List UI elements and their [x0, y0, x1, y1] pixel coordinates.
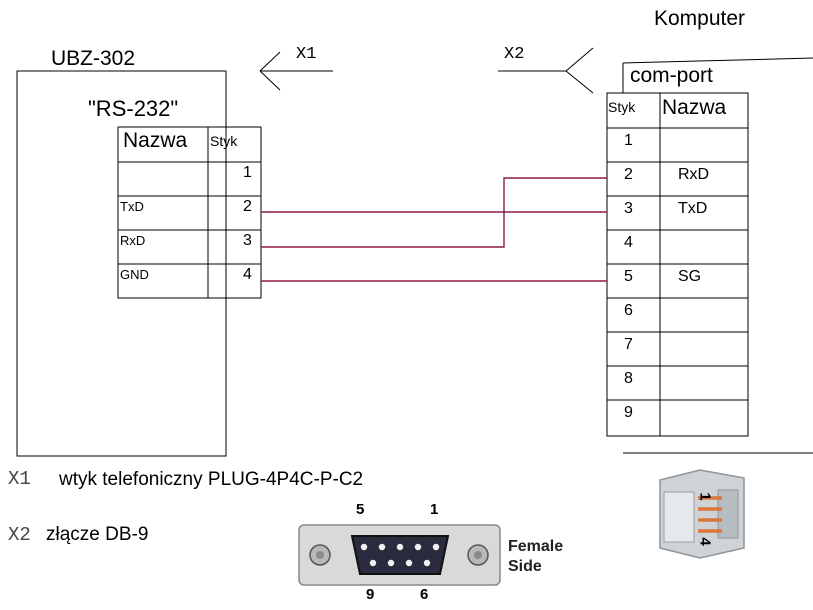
right-row-name: SG: [678, 268, 702, 285]
right-header-pin: Styk: [608, 99, 636, 115]
right-row-pin: 6: [624, 302, 633, 319]
plug-num-bottom: 4: [696, 537, 714, 546]
db9-connector-image: [290, 501, 598, 610]
db9-side-line2: Side: [508, 558, 542, 575]
right-row-name: RxD: [678, 166, 710, 183]
left-row-name: TxD: [120, 199, 144, 214]
legend-x2-code: X2: [8, 524, 31, 546]
left-row-pin: 2: [243, 198, 252, 215]
legend-x1-text: wtyk telefoniczny PLUG-4P4C-P-C2: [59, 469, 364, 490]
x2-arrow: [498, 47, 594, 94]
right-table-grid: [606, 92, 749, 437]
db9-side-line1: Female: [508, 538, 564, 555]
rs232-label: "RS-232": [88, 96, 179, 121]
right-row-pin: 9: [624, 404, 633, 421]
wire-rxd-to-txd: [261, 177, 607, 248]
plug-num-top: 1: [696, 492, 714, 501]
plug-image: [652, 462, 750, 567]
db9-pin-6: 6: [420, 586, 429, 603]
right-row-pin: 3: [624, 200, 633, 217]
device-label: UBZ-302: [51, 47, 136, 70]
db9-pin-9: 9: [366, 586, 375, 603]
left-header-name: Nazwa: [123, 129, 188, 152]
left-row-name: GND: [120, 267, 149, 282]
right-row-name: TxD: [678, 200, 708, 217]
right-row-pin: 8: [624, 370, 633, 387]
left-row-pin: 1: [243, 164, 252, 181]
right-row-pin: 4: [624, 234, 633, 251]
right-header-name: Nazwa: [662, 96, 727, 119]
db9-pin-1: 1: [430, 501, 439, 518]
wires: [261, 177, 607, 282]
right-row-pin: 5: [624, 268, 633, 285]
left-row-pin: 3: [243, 232, 252, 249]
computer-label: Komputer: [654, 7, 746, 30]
legend-x1-code: X1: [8, 468, 31, 490]
left-header-pin: Styk: [210, 133, 238, 149]
com-port-label: com-port: [630, 64, 713, 87]
right-row-pin: 2: [624, 166, 633, 183]
db9-pin-5: 5: [356, 501, 365, 518]
x1-arrow: [259, 51, 333, 91]
left-row-name: RxD: [120, 233, 146, 248]
right-row-pin: 1: [624, 132, 633, 149]
x1-arrow-label: X1: [296, 45, 317, 64]
x2-arrow-label: X2: [504, 45, 525, 64]
left-row-pin: 4: [243, 266, 252, 283]
legend-x2-text: złącze DB-9: [46, 524, 149, 545]
right-row-pin: 7: [624, 336, 633, 353]
